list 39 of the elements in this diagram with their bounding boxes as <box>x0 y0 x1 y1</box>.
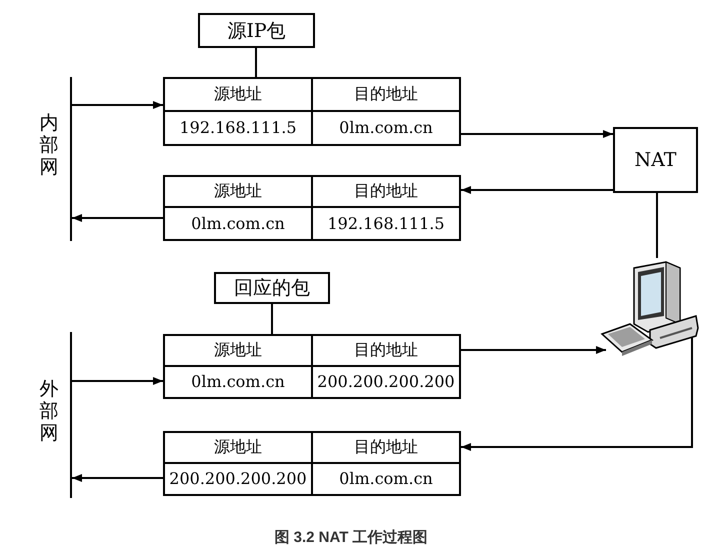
arrow <box>461 335 693 451</box>
connector-line <box>271 304 273 334</box>
figure-caption: 图 3.2 NAT 工作过程图 <box>273 528 429 547</box>
table-cell: 目的地址 <box>313 79 459 112</box>
network-label: 外部网 <box>38 378 60 444</box>
table-cell: 源地址 <box>165 336 313 366</box>
table-cell: 源地址 <box>165 79 313 112</box>
table-cell: 192.168.111.5 <box>165 112 313 144</box>
table-cell: 源地址 <box>165 433 313 464</box>
packet-table <box>163 77 461 146</box>
network-label: 内部网 <box>38 112 60 178</box>
packet-table <box>163 175 461 241</box>
arrow <box>461 186 613 194</box>
arrow <box>461 346 606 354</box>
network-line <box>70 77 72 241</box>
table-cell-text: 192.168.111.5 <box>326 213 446 235</box>
table-cell: 0lm.com.cn <box>165 208 313 239</box>
arrow <box>72 474 163 482</box>
connector-line <box>656 193 658 258</box>
connector-line <box>255 48 257 77</box>
table-cell: 源地址 <box>165 177 313 208</box>
arrow <box>72 101 163 109</box>
table-cell: 0lm.com.cn <box>165 366 313 397</box>
table-cell-text: 200.200.200.200 <box>316 371 456 394</box>
packet-table <box>163 334 461 399</box>
table-cell: 目的地址 <box>313 177 459 208</box>
arrow <box>72 214 163 222</box>
packet-table <box>163 431 461 496</box>
network-line <box>70 332 72 498</box>
table-cell-text: 0lm.com.cn <box>338 468 434 490</box>
table-cell-text: 0lm.com.cn <box>338 117 434 140</box>
arrow <box>72 377 163 385</box>
label-box: 回应的包 <box>214 272 330 304</box>
table-cell: 200.200.200.200 <box>165 464 313 494</box>
table-cell: 目的地址 <box>313 336 459 366</box>
arrow <box>461 130 613 138</box>
table-cell: 目的地址 <box>313 433 459 464</box>
label-box: 源IP包 <box>198 13 315 48</box>
label-box: NAT <box>613 127 698 193</box>
